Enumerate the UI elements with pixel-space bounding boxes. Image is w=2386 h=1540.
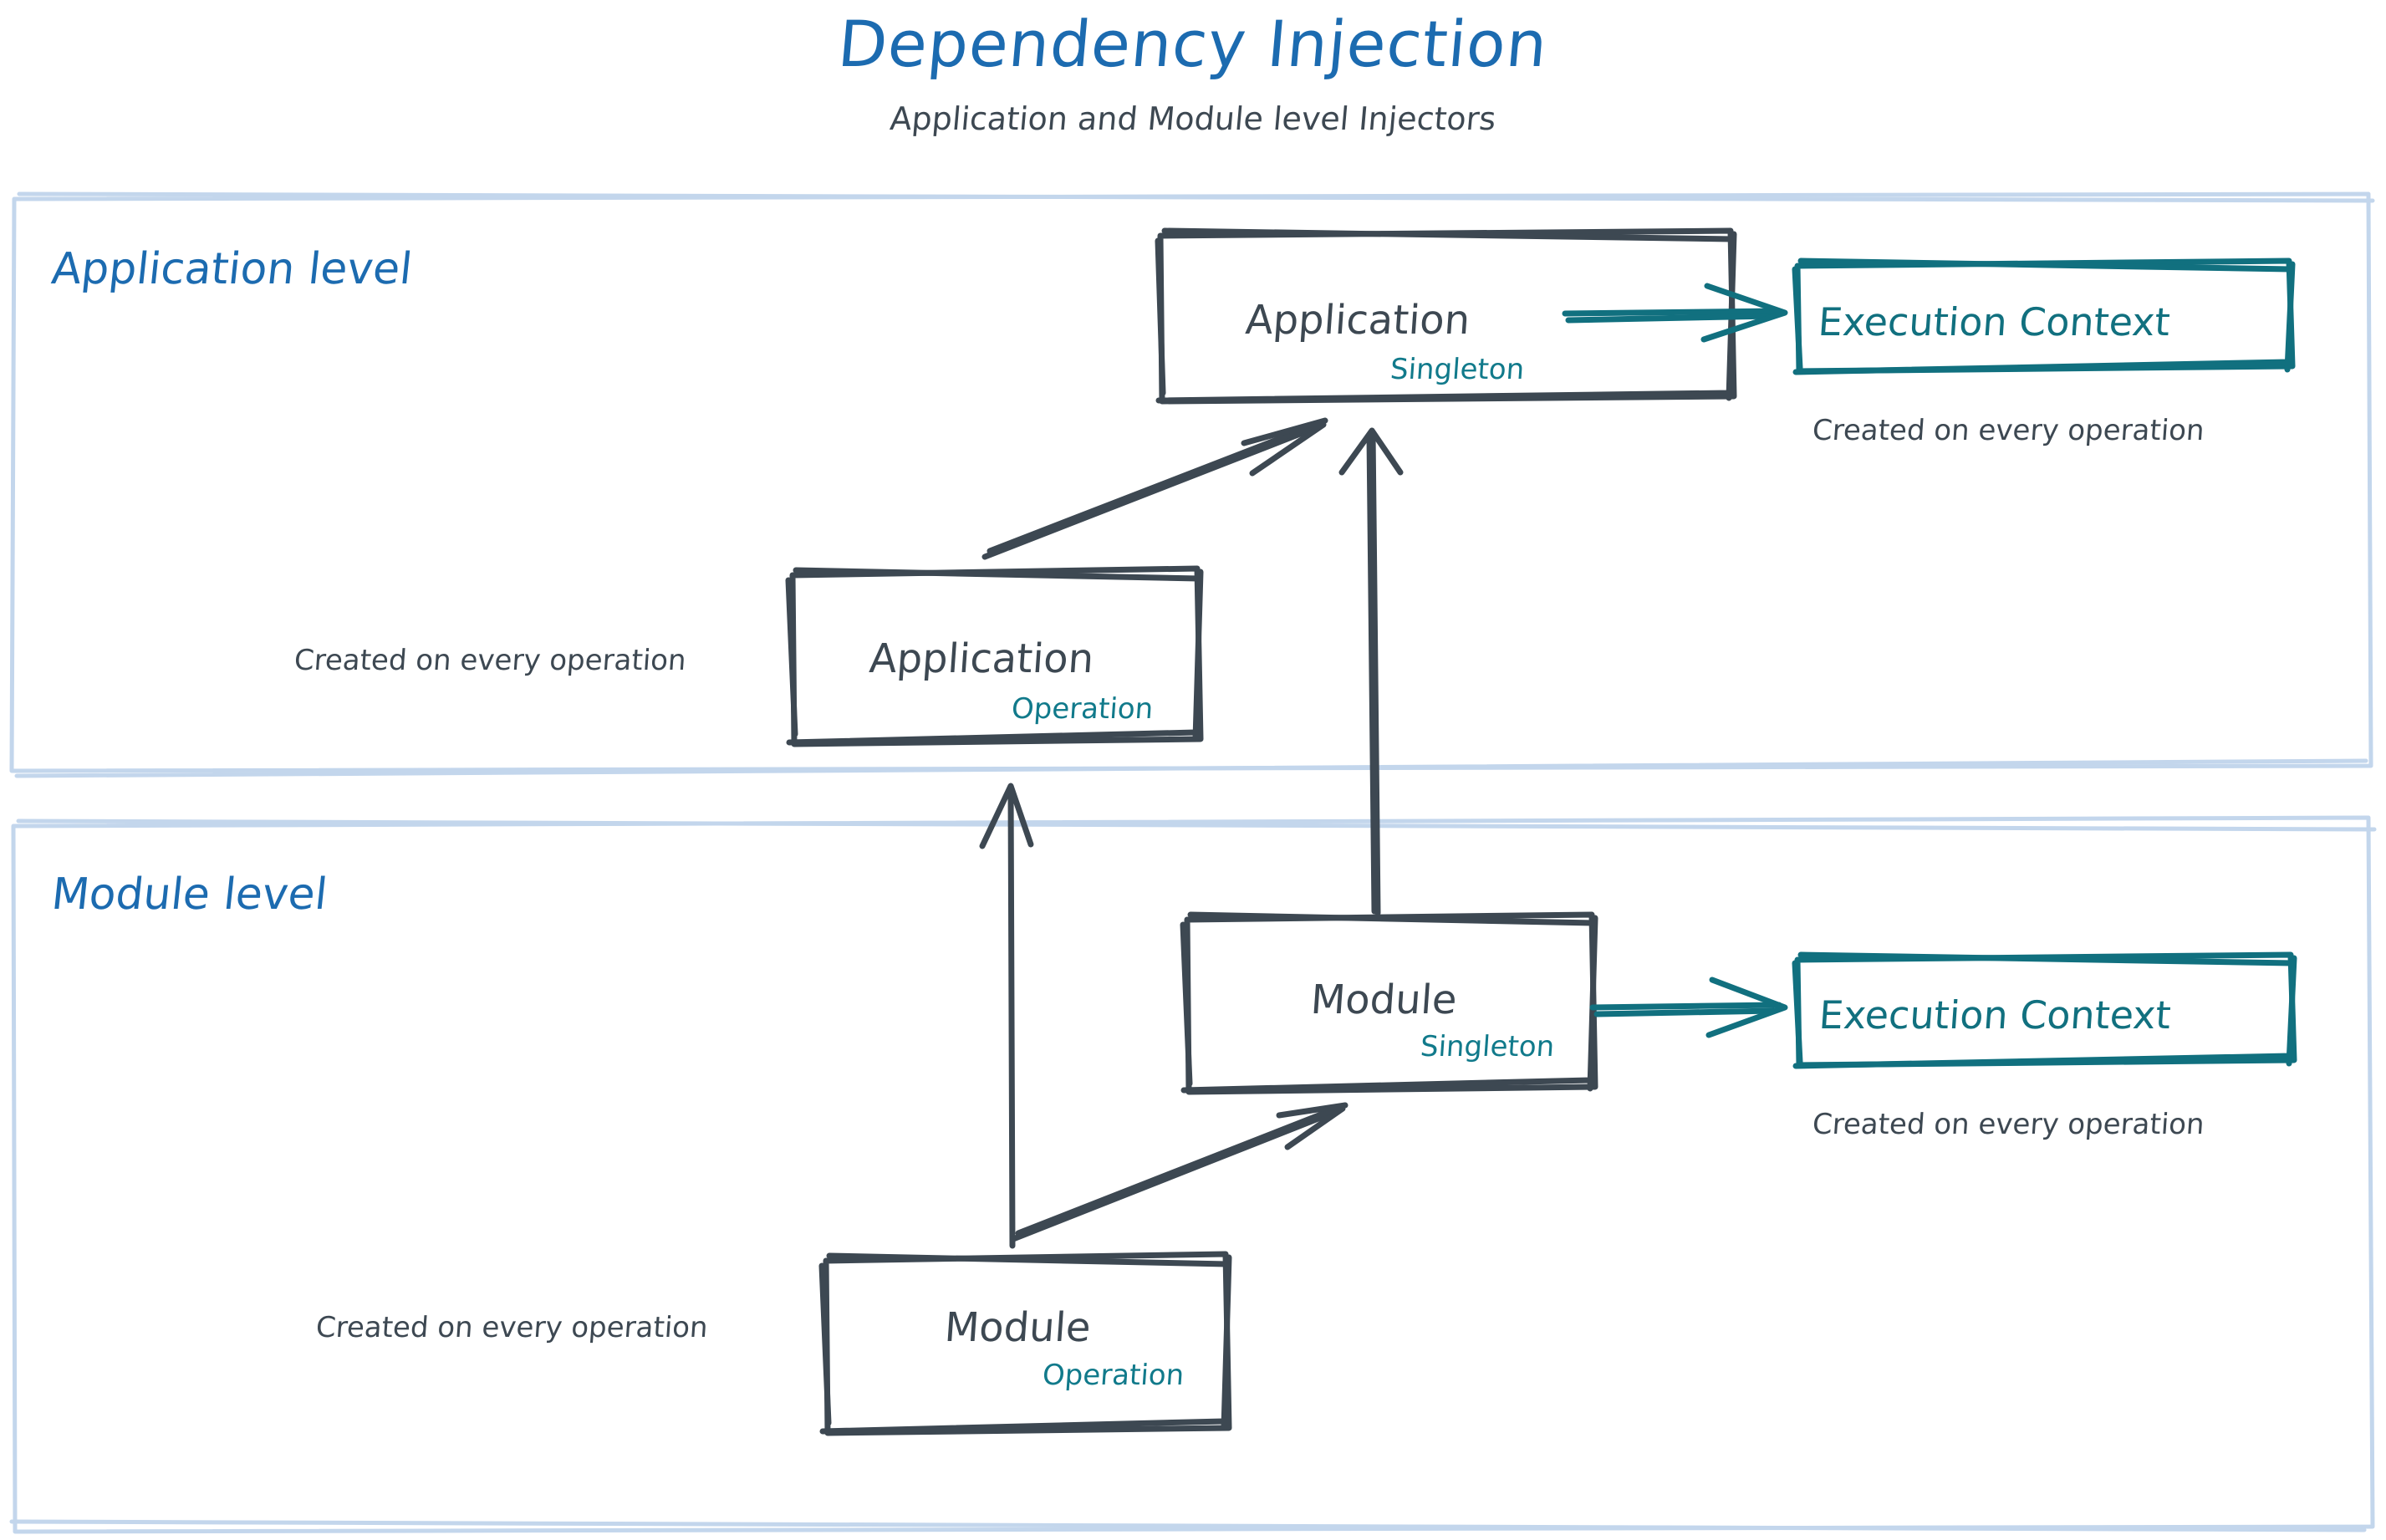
- application-singleton-scope: Singleton: [1389, 353, 1526, 386]
- application-execution-context-title[interactable]: Execution Context: [1817, 299, 2172, 344]
- module-execution-context-caption: Created on every operation: [1811, 1108, 2206, 1141]
- group-label-application-level: Application level: [48, 244, 415, 294]
- application-operation-scope: Operation: [1010, 692, 1155, 726]
- module-operation-title[interactable]: Module: [943, 1304, 1093, 1351]
- module-operation-scope: Operation: [1041, 1359, 1185, 1392]
- application-execution-context-caption: Created on every operation: [1811, 414, 2206, 447]
- edge-app-singleton-to-execution-context: [1562, 283, 1788, 343]
- module-execution-context-title[interactable]: Execution Context: [1818, 992, 2173, 1038]
- module-operation-caption: Created on every operation: [314, 1311, 710, 1344]
- application-operation-title[interactable]: Application: [868, 635, 1096, 682]
- page-subtitle: Application and Module level Injectors: [888, 100, 1498, 137]
- module-singleton-scope: Singleton: [1419, 1030, 1556, 1063]
- edge-module-singleton-to-execution-context: [1589, 977, 1788, 1038]
- module-level-container: [9, 815, 2377, 1534]
- edge-module-operation-to-module-singleton: [1010, 1102, 1348, 1242]
- group-label-module-level: Module level: [48, 869, 330, 920]
- edge-app-operation-to-app-singleton: [981, 417, 1328, 560]
- edge-module-singleton-to-app-singleton: [1338, 427, 1404, 916]
- edge-module-operation-to-app-operation: [979, 783, 1034, 1249]
- module-singleton-title[interactable]: Module: [1309, 977, 1459, 1023]
- application-singleton-title[interactable]: Application: [1244, 297, 1472, 344]
- page-title: Dependency Injection: [834, 7, 1552, 81]
- application-operation-caption: Created on every operation: [293, 644, 688, 677]
